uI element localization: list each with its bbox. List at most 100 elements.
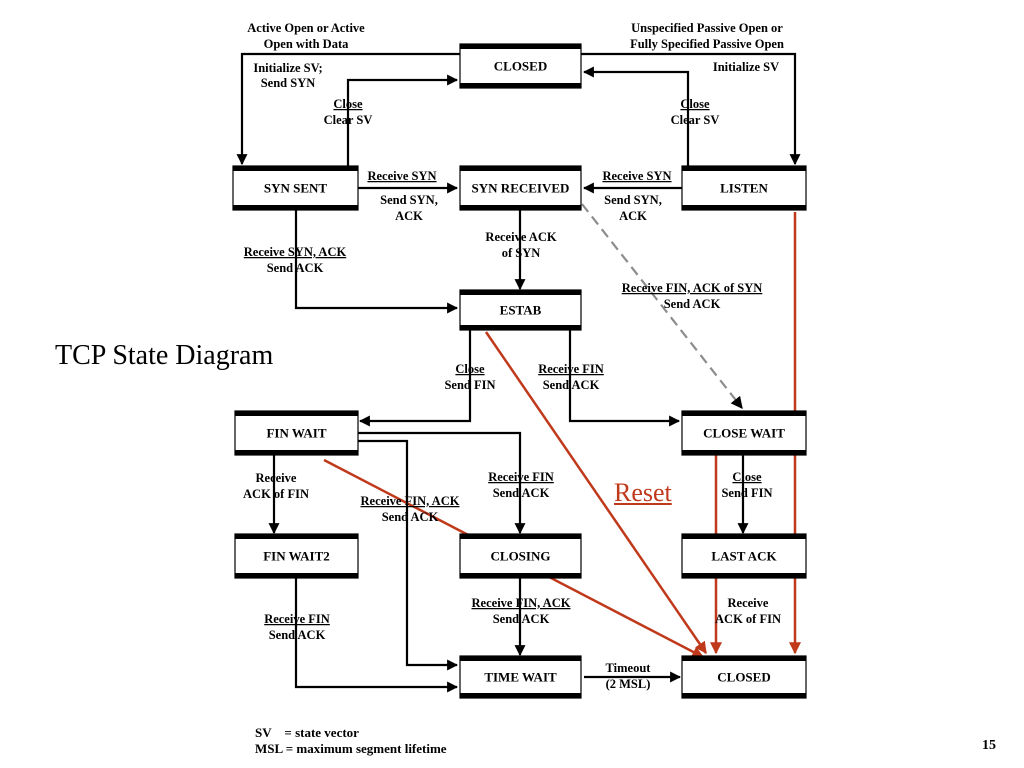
label-action: Clear SV (671, 113, 720, 127)
state-label: CLOSED (494, 59, 547, 74)
label-line: Open with Data (264, 37, 349, 51)
legend: SV = state vector MSL = maximum segment … (255, 725, 447, 757)
label-recv-syn-ack: Receive SYN, ACK Send ACK (244, 245, 347, 275)
label-line: Fully Specified Passive Open (630, 37, 784, 51)
label-recv-fin-estab: Receive FIN Send ACK (538, 362, 604, 392)
label-line: Timeout (606, 661, 652, 675)
reset-label: Reset (614, 478, 672, 507)
state-closed-bottom: CLOSED (681, 655, 807, 699)
label-recv-ack-of-syn: Receive ACK of SYN (485, 230, 556, 260)
label-recv-syn-left: Receive SYN Send SYN, ACK (367, 169, 437, 223)
label-recv-fin-ack-closing: Receive FIN, ACK Send ACK (472, 596, 571, 626)
label-line: Unspecified Passive Open or (631, 21, 783, 35)
edge-estab-to-finwait (358, 330, 472, 427)
label-recv-fin-ack: Receive FIN, ACK Send ACK (361, 494, 460, 524)
edge-closed-to-listen (581, 52, 801, 166)
label-init-sv-send-syn: Initialize SV; Send SYN (253, 61, 322, 90)
legend-sep: = (271, 725, 296, 740)
state-time-wait: TIME WAIT (459, 655, 582, 699)
label-action: Send SYN, (380, 193, 438, 207)
label-line: Receive (728, 596, 769, 610)
state-fin-wait: FIN WAIT (234, 410, 359, 456)
label-event: Close (732, 470, 762, 484)
label-action: Send ACK (664, 297, 721, 311)
label-line: Receive (256, 471, 297, 485)
legend-abbr: SV (255, 725, 272, 740)
edge-synrcvd-to-closewait-dashed (581, 203, 743, 409)
state-closed-top: CLOSED (459, 43, 582, 89)
slide-title: TCP State Diagram (55, 340, 274, 371)
edge-synsent-close (346, 74, 459, 166)
label-action: Send ACK (382, 510, 439, 524)
label-lastack-recv: Receive ACK of FIN (715, 596, 781, 626)
state-label: LAST ACK (711, 549, 777, 564)
label-line: Active Open or Active (247, 21, 365, 35)
label-line: Initialize SV; (253, 61, 322, 75)
label-event: Receive FIN, ACK (472, 596, 571, 610)
state-label: FIN WAIT2 (263, 549, 330, 564)
label-action: Send ACK (493, 486, 550, 500)
state-label: CLOSED (717, 670, 770, 685)
label-init-sv: Initialize SV (713, 60, 779, 74)
state-label: ESTAB (500, 303, 542, 318)
legend-meaning: state vector (295, 725, 359, 740)
label-line: Send SYN (261, 76, 316, 90)
state-label: TIME WAIT (484, 670, 557, 685)
state-label: SYN SENT (264, 181, 328, 196)
edge-closed-to-synsent (236, 52, 460, 166)
label-action: Clear SV (324, 113, 373, 127)
label-line: ACK of FIN (243, 487, 309, 501)
label-recv-fin-finwait: Receive FIN Send ACK (488, 470, 554, 500)
label-action: Send ACK (543, 378, 600, 392)
label-event: Receive FIN (538, 362, 604, 376)
state-estab: ESTAB (459, 289, 582, 331)
state-label: FIN WAIT (266, 426, 326, 441)
edge-estab-to-closewait (568, 330, 681, 427)
label-line: (2 MSL) (606, 677, 651, 691)
legend-row: MSL = maximum segment lifetime (255, 741, 447, 757)
state-label: SYN RECEIVED (472, 181, 570, 196)
label-event: Close (680, 97, 710, 111)
label-passive-open: Unspecified Passive Open or Fully Specif… (630, 21, 784, 51)
label-event: Close (333, 97, 363, 111)
label-action: Send ACK (269, 628, 326, 642)
state-last-ack: LAST ACK (681, 533, 807, 579)
state-label: LISTEN (720, 181, 768, 196)
label-recv-ack-of-fin: Receive ACK of FIN (243, 471, 309, 501)
legend-sep: = (282, 741, 297, 756)
state-label: CLOSING (491, 549, 551, 564)
edge-finwait-to-timewait (358, 439, 459, 671)
state-listen: LISTEN (681, 165, 807, 211)
legend-row: SV = state vector (255, 725, 447, 741)
label-close-closewait: Close Send FIN (721, 470, 772, 500)
legend-abbr: MSL (255, 741, 283, 756)
label-action: Send FIN (721, 486, 772, 500)
state-fin-wait2: FIN WAIT2 (234, 533, 359, 579)
label-close-send-fin: Close Send FIN (444, 362, 495, 392)
label-recv-fin-finwait2: Receive FIN Send ACK (264, 612, 330, 642)
state-label: CLOSE WAIT (703, 426, 785, 441)
edge-synsent-to-estab (294, 208, 459, 314)
label-action: Send ACK (493, 612, 550, 626)
state-syn-received: SYN RECEIVED (459, 165, 582, 211)
label-recv-fin-ack-of-syn: Receive FIN, ACK of SYN Send ACK (622, 281, 763, 311)
label-action: ACK (395, 209, 423, 223)
label-event: Receive SYN, ACK (244, 245, 347, 259)
label-line: Receive ACK (485, 230, 556, 244)
label-timeout: Timeout (2 MSL) (606, 661, 652, 691)
label-event: Receive FIN (488, 470, 554, 484)
label-action: ACK (619, 209, 647, 223)
page-number: 15 (982, 738, 996, 753)
label-recv-syn-right: Receive SYN Send SYN, ACK (602, 169, 671, 223)
reset-edge-estab (484, 331, 708, 654)
label-active-open: Active Open or Active Open with Data (247, 21, 365, 51)
label-event: Receive SYN (367, 169, 436, 183)
label-action: Send FIN (444, 378, 495, 392)
label-event: Receive SYN (602, 169, 671, 183)
label-action: Send ACK (267, 261, 324, 275)
state-closing: CLOSING (459, 533, 582, 579)
label-event: Receive FIN, ACK of SYN (622, 281, 763, 295)
label-action: Send SYN, (604, 193, 662, 207)
state-syn-sent: SYN SENT (232, 165, 359, 211)
